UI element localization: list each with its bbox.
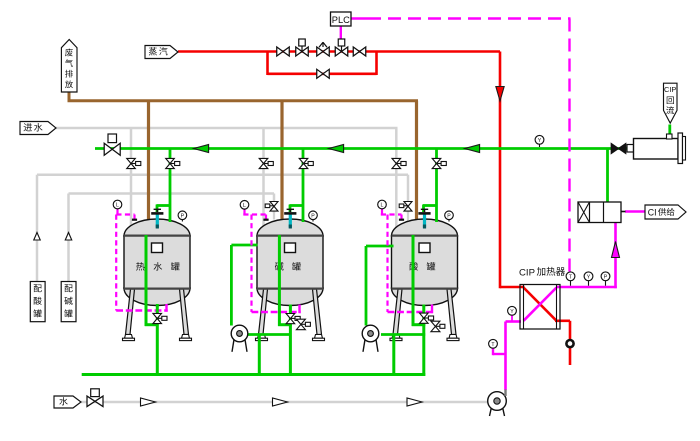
svg-text:CI: CI [648, 207, 657, 217]
svg-text:P: P [181, 213, 185, 219]
svg-text:CIP: CIP [664, 85, 676, 94]
svg-text:Y: Y [538, 138, 542, 144]
svg-text:Y: Y [510, 309, 514, 315]
svg-text:PLC: PLC [332, 15, 350, 25]
svg-text:L: L [116, 203, 119, 209]
svg-text:P: P [311, 213, 315, 219]
svg-text:T: T [569, 274, 573, 280]
svg-text:L: L [381, 203, 384, 209]
svg-text:T: T [491, 342, 495, 348]
svg-text:CIP: CIP [519, 267, 535, 278]
svg-text:P: P [604, 274, 608, 280]
svg-text:Y: Y [587, 274, 591, 280]
svg-text:P: P [447, 213, 451, 219]
svg-text:L: L [243, 203, 246, 209]
